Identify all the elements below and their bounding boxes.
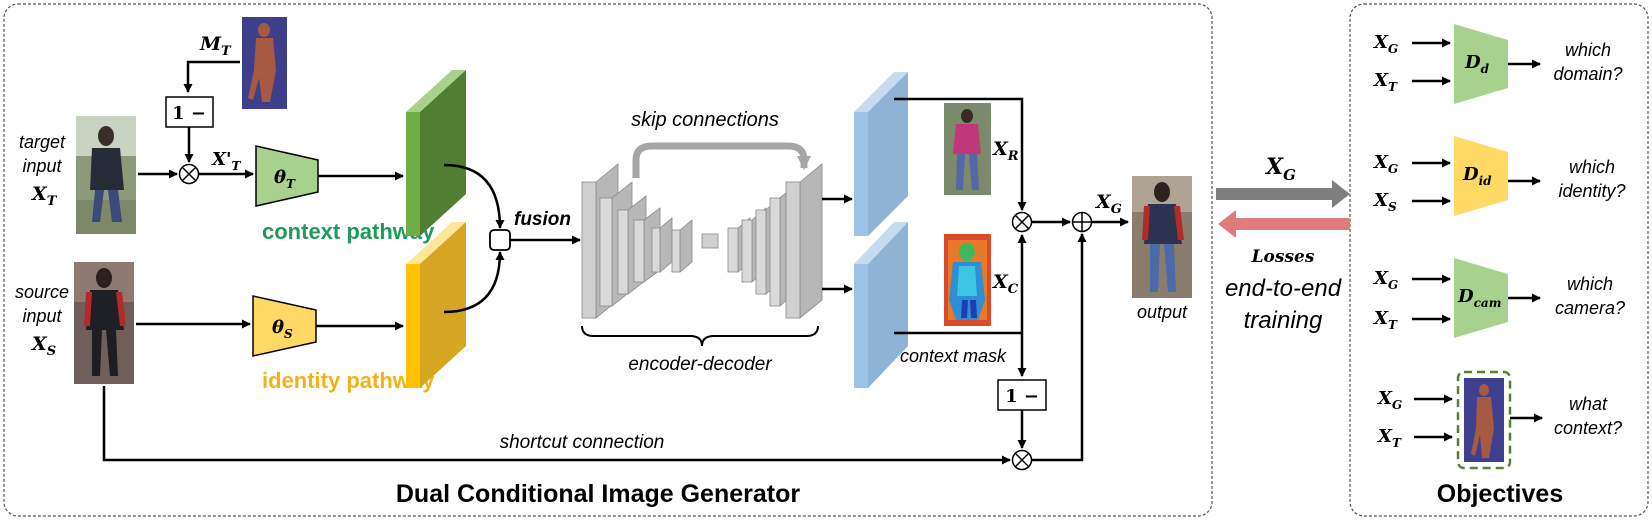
target-person-photo xyxy=(76,116,136,234)
d-camera-question-2: camera? xyxy=(1555,298,1625,318)
source-person-photo xyxy=(74,262,134,384)
d-identity-label: Did xyxy=(1462,164,1492,188)
skip-connections-arrow xyxy=(632,142,811,178)
generator-title: Dual Conditional Image Generator xyxy=(396,480,800,508)
objectives-title: Objectives xyxy=(1437,480,1563,508)
d-domain-input-2: XT xyxy=(1373,70,1398,94)
discriminator-camera: XG XT Dcam which camera? xyxy=(1373,258,1625,338)
context-objective: XG XT what context? xyxy=(1377,370,1622,470)
target-mask-image xyxy=(242,17,287,109)
theta-t-encoder xyxy=(255,145,319,207)
multiply-node-middle xyxy=(1011,211,1033,233)
loss-arrow xyxy=(1218,210,1350,238)
fusion-label: fusion xyxy=(514,209,571,230)
skip-connections-label: skip connections xyxy=(631,109,779,131)
d-identity-question-1: which xyxy=(1569,157,1615,177)
theta-t-label: θT xyxy=(274,167,296,191)
context-to-fusion xyxy=(443,163,505,229)
one-minus-bottom-label: 1 − xyxy=(1005,386,1039,407)
source-input-symbol: XS xyxy=(31,333,56,359)
encoder-decoder-network xyxy=(581,163,823,319)
xr-to-mult xyxy=(894,97,1027,211)
objectives-panel xyxy=(1349,3,1649,517)
d-camera-input-1: XG xyxy=(1373,268,1398,292)
theta-s-label: θS xyxy=(272,317,293,341)
generator-panel xyxy=(3,3,1213,517)
xc-heatmap-image xyxy=(944,234,991,326)
context-input-2: XT xyxy=(1377,426,1402,450)
d-domain-question-1: which xyxy=(1565,40,1611,60)
context-input-1: XG xyxy=(1377,388,1402,412)
output-image xyxy=(1132,176,1192,298)
context-mask-label: context mask xyxy=(900,346,1007,366)
target-input-label-2: input xyxy=(22,156,62,176)
d-domain-input-1: XG xyxy=(1373,32,1398,56)
output-label: output xyxy=(1137,302,1188,322)
xr-feature-map xyxy=(854,72,908,236)
context-question-1: what xyxy=(1569,394,1608,414)
shortcut-connection-label: shortcut connection xyxy=(500,432,665,453)
encoder-decoder-brace xyxy=(581,325,819,347)
mask-label: MT xyxy=(199,33,232,59)
xc-label: XC xyxy=(992,271,1019,297)
training-label-1: end-to-end xyxy=(1225,275,1342,302)
target-input-label: target xyxy=(19,132,66,152)
one-minus-box-top xyxy=(165,96,214,128)
d-identity-input-1: XG xyxy=(1373,152,1398,176)
theta-s-encoder xyxy=(252,295,317,357)
source-input-label-2: input xyxy=(22,306,62,326)
xg-output-label: XG xyxy=(1095,191,1122,217)
d-camera-label: Dcam xyxy=(1457,286,1501,310)
multiply-node-bottom xyxy=(1011,449,1033,471)
shortcut-connection-line xyxy=(102,386,1011,465)
context-question-2: context? xyxy=(1554,418,1622,438)
fusion-node xyxy=(489,229,511,251)
one-minus-box-bottom xyxy=(997,379,1047,411)
multiply-node-top xyxy=(178,163,200,185)
identity-feature-map xyxy=(406,222,466,388)
context-mask-box xyxy=(1456,370,1512,470)
x-prime-t-label: X'T xyxy=(211,149,241,173)
source-input-label: source xyxy=(15,282,69,302)
add-node xyxy=(1071,211,1093,233)
discriminator-identity: XG XS Did which identity? xyxy=(1373,136,1626,216)
mask-arrow xyxy=(183,60,240,93)
middle-xg-label: XG xyxy=(1264,154,1296,184)
d-camera-question-1: which xyxy=(1567,274,1613,294)
encoder-decoder-label: encoder-decoder xyxy=(628,354,772,375)
identity-to-fusion xyxy=(443,251,505,314)
context-feature-map xyxy=(406,70,466,236)
xr-label: XR xyxy=(992,138,1019,164)
d-identity-question-2: identity? xyxy=(1558,181,1625,201)
training-label-2: training xyxy=(1244,307,1323,334)
xc-feature-map xyxy=(854,222,908,388)
d-domain-label: Dd xyxy=(1464,52,1490,76)
forward-arrow xyxy=(1216,180,1350,208)
discriminator-domain: XG XT Dd which domain? xyxy=(1373,24,1623,104)
d-camera-input-2: XT xyxy=(1373,308,1398,332)
losses-label: Losses xyxy=(1251,247,1315,267)
d-identity-input-2: XS xyxy=(1373,190,1397,214)
d-domain-question-2: domain? xyxy=(1553,64,1622,84)
target-input-symbol: XT xyxy=(31,183,58,209)
one-minus-top-label: 1 − xyxy=(172,103,206,124)
bottom-to-add xyxy=(1032,233,1087,462)
xr-image xyxy=(944,103,991,195)
